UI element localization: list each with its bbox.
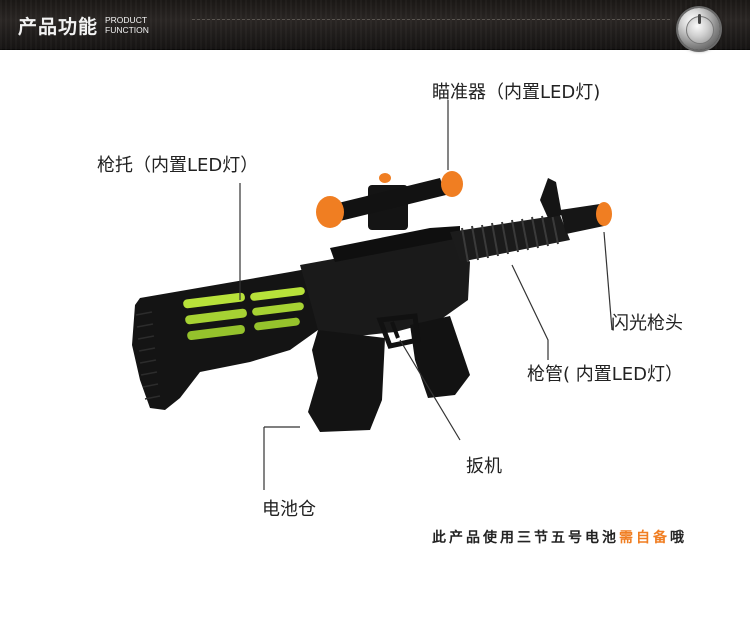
stock-ridges [135, 311, 161, 400]
gun-receiver [300, 238, 470, 338]
callout-scope: 瞄准器（内置LED灯) [432, 82, 601, 103]
gun-rail [330, 226, 460, 262]
gun-magazine [410, 316, 470, 398]
title-en-line2: FUNCTION [105, 25, 149, 35]
section-title: 产品功能 [18, 16, 99, 38]
gun-scope [330, 178, 446, 222]
gun-grip [308, 330, 385, 432]
callout-trigger: 扳机 [466, 456, 502, 477]
callout-battery: 电池仓 [262, 499, 316, 520]
battery-note-suffix: 哦 [670, 530, 687, 546]
battery-note: 此产品使用三节五号电池需自备哦 [432, 527, 687, 547]
scope-knob [379, 173, 391, 183]
knob-notch [698, 14, 701, 24]
knob-icon [678, 8, 720, 50]
callout-stock: 枪托（内置LED灯） [97, 155, 259, 176]
battery-note-highlight: 需自备 [619, 530, 670, 546]
title-en-line1: PRODUCT [105, 15, 148, 25]
gun-stock [132, 268, 320, 410]
gun-muzzle [560, 204, 604, 234]
section-header: 产品功能 PRODUCT FUNCTION [0, 0, 750, 50]
barrel-ribs [461, 213, 559, 263]
section-title-english: PRODUCT FUNCTION [105, 15, 165, 35]
front-sight [540, 178, 562, 218]
callout-leader-lines [239, 100, 613, 490]
gun-barrel [450, 215, 570, 262]
header-texture [0, 0, 750, 50]
callout-barrel: 枪管( 内置LED灯） [527, 364, 684, 385]
stock-led-slots [183, 287, 305, 341]
scope-cap-front [441, 171, 463, 197]
muzzle-flash-tip [596, 202, 612, 226]
header-divider [192, 19, 670, 20]
trigger-guard [376, 313, 421, 349]
battery-note-prefix: 此产品使用三节五号电池 [432, 530, 619, 546]
gun-trigger [390, 321, 400, 339]
callout-muzzle: 闪光枪头 [611, 313, 683, 334]
scope-cap-rear [316, 196, 344, 228]
